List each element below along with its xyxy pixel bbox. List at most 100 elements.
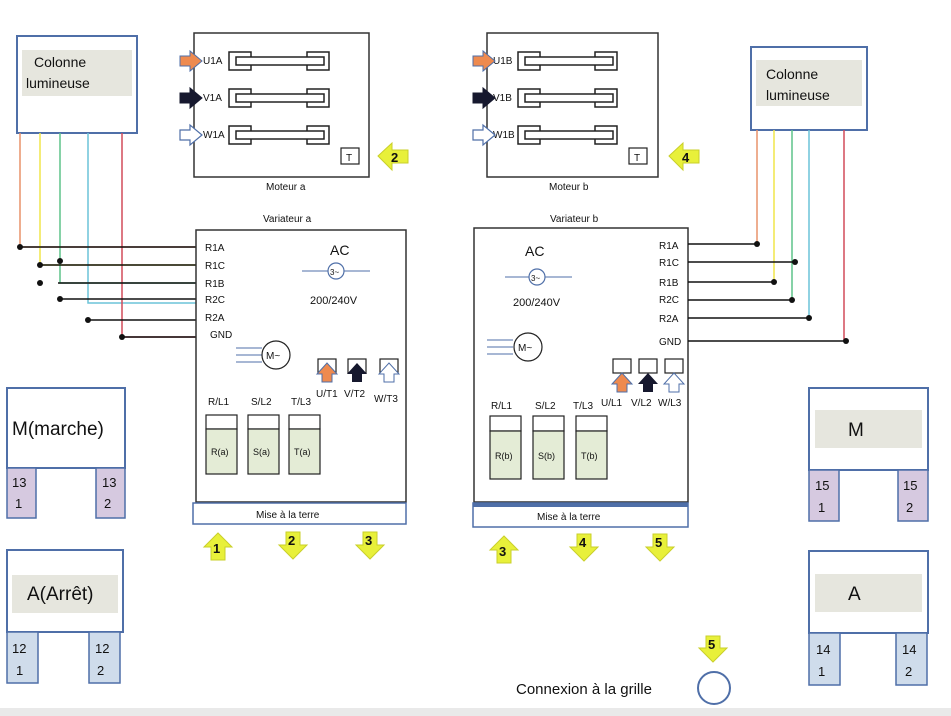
moteur-b-winding [517, 51, 618, 145]
button-label: M(marche) [12, 419, 104, 440]
relay-r2a: R2A [659, 314, 679, 325]
svg-text:1: 1 [818, 500, 825, 515]
output-terminals: U/T1 V/T2 W/T3 [315, 358, 401, 405]
yellow-arrow-up-icon [202, 532, 234, 561]
moteur-a-terminal-v: V1A [203, 93, 222, 104]
svg-text:12: 12 [12, 641, 26, 656]
arrow-orange-icon [179, 49, 203, 73]
relay-r1a: R1A [659, 241, 679, 252]
svg-text:1: 1 [16, 663, 23, 678]
arrow-white-icon [179, 123, 203, 147]
input-box-r-label: R(b) [495, 451, 513, 461]
variateur-b-title: Variateur b [550, 214, 599, 225]
yellow-arrow-left-icon [668, 141, 700, 172]
colonne-b-wires [688, 130, 846, 342]
moteur-a-winding [228, 51, 330, 145]
button-marche-a: M(marche) 13 1 13 2 [6, 387, 126, 519]
arrow-orange-icon [472, 49, 496, 73]
input-box-t-label: T(a) [294, 447, 311, 457]
svg-text:15: 15 [903, 478, 917, 493]
ac-label: AC [525, 243, 544, 259]
relay-r1b: R1B [659, 278, 679, 289]
ac-source-icon: 3~ [505, 268, 572, 286]
svg-text:14: 14 [816, 642, 830, 657]
svg-text:3: 3 [499, 544, 506, 559]
button-arret-b: A 14 1 14 2 [808, 550, 929, 686]
moteur-a: U1A V1A W1A T Moteur a [179, 32, 370, 193]
output-terminals: U/L1 V/L2 W/L3 [601, 358, 686, 409]
marker-label: 2 [391, 150, 398, 165]
yellow-arrow-down-icon [697, 635, 729, 663]
input-box-r [205, 414, 321, 475]
output-vl2: V/L2 [631, 398, 652, 409]
moteur-a-terminal-u: U1A [203, 56, 223, 67]
svg-text:2: 2 [97, 663, 104, 678]
ac-label: AC [330, 242, 349, 258]
svg-text:M~: M~ [518, 343, 532, 354]
bottom-bar [0, 708, 951, 716]
svg-text:14: 14 [902, 642, 916, 657]
marker-4-moteur-b: 4 [668, 141, 700, 172]
arrow-dark-up-icon [347, 363, 367, 382]
input-box-t-label: T(b) [581, 451, 598, 461]
voltage-label: 200/240V [513, 297, 561, 309]
input-box-group [489, 415, 608, 480]
colonne-a-wires [18, 133, 196, 338]
svg-text:2: 2 [905, 664, 912, 679]
arrow-orange-up-icon [315, 362, 339, 383]
output-wt3: W/T3 [374, 394, 398, 405]
moteur-a-title: Moteur a [266, 182, 306, 193]
svg-text:5: 5 [708, 637, 715, 652]
variateur-b-markers: 3 4 5 [488, 533, 676, 564]
output-wl3: W/L3 [658, 398, 682, 409]
motor-symbol-icon: M~ [236, 340, 291, 370]
yellow-arrow-down-icon [354, 531, 386, 560]
button-label: A(Arrêt) [27, 584, 94, 605]
moteur-b-terminal-v: V1B [493, 93, 512, 104]
svg-text:1: 1 [15, 496, 22, 511]
output-vt2: V/T2 [344, 389, 366, 400]
input-box-s-label: S(b) [538, 451, 555, 461]
arrow-white-up-icon [377, 362, 401, 383]
arrow-white-icon [472, 123, 496, 147]
relay-r1c: R1C [659, 258, 679, 269]
input-rl1: R/L1 [208, 397, 230, 408]
relay-gnd: GND [659, 337, 681, 348]
grille-label: Connexion à la grille [516, 681, 652, 698]
marker-2-moteur-a: 2 [377, 141, 409, 172]
colonne-a-label-1: Colonne [34, 54, 86, 70]
relay-r2c: R2C [205, 295, 225, 306]
colonne-b-label-1: Colonne [766, 66, 818, 82]
motor-symbol-icon: M~ [487, 332, 543, 362]
moteur-a-terminal-w: W1A [203, 130, 225, 141]
button-arret-a: A(Arrêt) 12 1 12 2 [6, 549, 124, 684]
ground-label: Mise à la terre [537, 512, 601, 523]
svg-text:15: 15 [815, 478, 829, 493]
svg-text:13: 13 [12, 475, 26, 490]
yellow-arrow-down-icon [644, 533, 676, 562]
relay-r1c: R1C [205, 261, 225, 272]
moteur-b-terminal-w: W1B [493, 130, 515, 141]
colonne-b-junctions [754, 241, 849, 344]
ac-source-icon: 3~ [302, 262, 370, 280]
variateur-b: Variateur b R1A R1C R1B R2C R2A GND AC 3… [472, 214, 689, 528]
input-sl2: S/L2 [535, 401, 556, 412]
input-sl2: S/L2 [251, 397, 272, 408]
svg-text:3~: 3~ [330, 268, 339, 277]
input-rl1: R/L1 [491, 401, 513, 412]
svg-text:12: 12 [95, 641, 109, 656]
colonne-a-label-2: lumineuse [26, 75, 90, 91]
yellow-arrow-up-icon [488, 535, 520, 564]
moteur-b-title: Moteur b [549, 182, 589, 193]
ground-label: Mise à la terre [256, 510, 320, 521]
svg-text:3: 3 [365, 533, 372, 548]
svg-text:1: 1 [213, 541, 220, 556]
relay-r1a: R1A [205, 243, 225, 254]
relay-r2c: R2C [659, 295, 679, 306]
arrow-white-up-icon [662, 372, 686, 393]
colonne-b-label-2: lumineuse [766, 87, 830, 103]
button-label: M [848, 420, 864, 441]
ground-connection-icon [697, 671, 731, 705]
input-box-r-label: R(a) [211, 447, 229, 457]
arrow-orange-up-icon [610, 372, 634, 393]
